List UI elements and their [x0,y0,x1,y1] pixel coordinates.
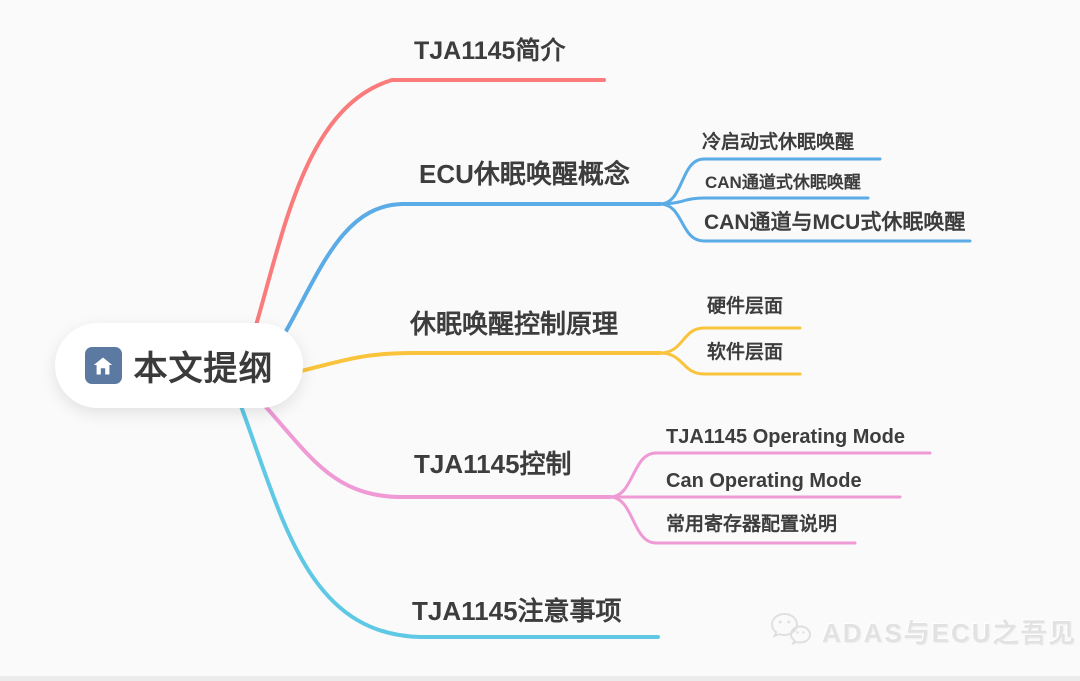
root-node-label: 本文提纲 [133,350,274,388]
branch-principle-line [294,351,662,374]
page-bottom-edge [0,676,1080,681]
branch-topic-intro[interactable]: TJA1145简介 [414,37,566,65]
subtopic-can-operating-mode[interactable]: Can Operating Mode [666,470,862,492]
root-node[interactable]: 本文提纲 [55,323,303,408]
branch-topic-notes[interactable]: TJA1145注意事项 [412,596,622,626]
subtopic-register-config[interactable]: 常用寄存器配置说明 [666,514,838,535]
subtopic-cold-start-wakeup[interactable]: 冷启动式休眠唤醒 [702,132,855,153]
branch-ecu-child1-line [658,157,882,206]
subtopic-can-channel-wakeup[interactable]: CAN通道式休眠唤醒 [705,173,861,192]
subtopic-software-level[interactable]: 软件层面 [707,342,784,363]
branch-control-child3-line [608,495,857,545]
branch-topic-control[interactable]: TJA1145控制 [414,449,572,479]
branch-topic-ecu[interactable]: ECU休眠唤醒概念 [419,159,630,189]
branch-control-line [254,394,612,499]
branch-control-child1-line [608,451,932,499]
branch-principle-child2-line [658,351,802,376]
watermark: ADAS与ECU之吾见 [768,610,1077,653]
subtopic-tja1145-operating-mode[interactable]: TJA1145 Operating Mode [666,426,905,448]
branch-ecu-child2-line [658,196,870,206]
branch-ecu-line [258,202,662,374]
branch-topic-principle[interactable]: 休眠唤醒控制原理 [410,309,619,339]
branch-ecu-child3-line [658,202,972,243]
watermark-text: ADAS与ECU之吾见 [822,618,1077,648]
subtopic-hardware-level[interactable]: 硬件层面 [707,296,784,317]
wechat-icon [768,610,814,653]
subtopic-can-mcu-wakeup[interactable]: CAN通道与MCU式休眠唤醒 [704,211,966,234]
branch-notes-line [236,396,660,639]
branch-principle-child1-line [658,326,802,355]
home-icon [84,347,122,384]
branch-intro-line [246,78,606,354]
